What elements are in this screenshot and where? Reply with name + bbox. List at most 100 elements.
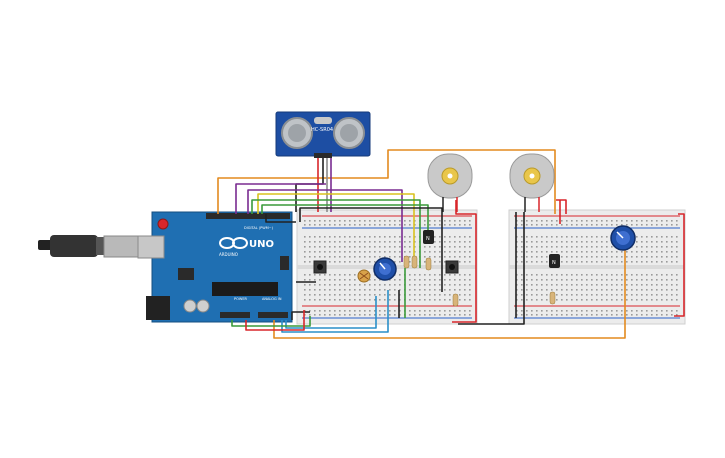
breadboard-hole	[359, 284, 361, 286]
breadboard-hole	[404, 236, 406, 238]
breadboard-hole	[656, 236, 658, 238]
breadboard-hole	[636, 236, 638, 238]
breadboard-hole	[541, 284, 543, 286]
breadboard-hole	[459, 310, 461, 312]
breadboard-hole	[459, 251, 461, 253]
breadboard-hole	[561, 256, 563, 258]
breadboard-hole	[566, 284, 568, 286]
breadboard-hole	[454, 314, 456, 316]
breadboard-hole	[646, 274, 648, 276]
breadboard-hole	[389, 241, 391, 243]
breadboard-hole	[444, 274, 446, 276]
breadboard-hole	[414, 310, 416, 312]
wire-orange-bottom	[273, 250, 626, 339]
breadboard-hole	[586, 310, 588, 312]
breadboard-hole	[319, 274, 321, 276]
breadboard-hole	[666, 224, 668, 226]
breadboard-hole	[459, 261, 461, 263]
breadboard-hole	[459, 289, 461, 291]
breadboard-hole	[319, 294, 321, 296]
breadboard-hole	[656, 246, 658, 248]
analog-header	[258, 312, 288, 318]
breadboard-hole	[404, 224, 406, 226]
breadboard-hole	[394, 236, 396, 238]
breadboard-hole	[334, 310, 336, 312]
breadboard-hole	[424, 224, 426, 226]
breadboard-hole	[551, 241, 553, 243]
breadboard-hole	[454, 256, 456, 258]
breadboard-hole	[521, 224, 523, 226]
breadboard-hole	[469, 299, 471, 301]
breadboard-hole	[359, 299, 361, 301]
breadboard-hole	[364, 246, 366, 248]
breadboard-hole	[389, 256, 391, 258]
breadboard-hole	[561, 220, 563, 222]
breadboard-hole	[586, 256, 588, 258]
breadboard-hole	[389, 220, 391, 222]
wire-green-2	[261, 204, 429, 240]
breadboard-hole	[384, 289, 386, 291]
breadboard-hole	[581, 251, 583, 253]
breadboard-hole	[656, 294, 658, 296]
breadboard-hole	[536, 294, 538, 296]
breadboard-hole	[631, 314, 633, 316]
breadboard-hole	[394, 284, 396, 286]
breadboard-hole	[641, 246, 643, 248]
breadboard-hole	[399, 246, 401, 248]
breadboard-hole	[314, 241, 316, 243]
breadboard-hole	[304, 224, 306, 226]
photoresistor	[357, 269, 371, 283]
breadboard-hole	[344, 241, 346, 243]
breadboard-hole	[434, 236, 436, 238]
breadboard-hole	[581, 220, 583, 222]
breadboard-hole	[454, 284, 456, 286]
breadboard-hole	[596, 310, 598, 312]
breadboard-hole	[384, 236, 386, 238]
breadboard-hole	[666, 299, 668, 301]
breadboard-hole	[404, 251, 406, 253]
breadboard-hole	[536, 220, 538, 222]
breadboard-hole	[314, 314, 316, 316]
breadboard-hole	[334, 236, 336, 238]
sensor-crystal	[314, 117, 332, 124]
breadboard-hole	[339, 224, 341, 226]
breadboard-hole	[591, 261, 593, 263]
breadboard-hole	[354, 279, 356, 281]
breadboard-hole	[454, 279, 456, 281]
breadboard-hole	[606, 284, 608, 286]
breadboard-hole	[384, 294, 386, 296]
breadboard-hole	[586, 284, 588, 286]
breadboard-hole	[354, 310, 356, 312]
breadboard-hole	[566, 241, 568, 243]
breadboard-hole	[344, 310, 346, 312]
breadboard-hole	[521, 261, 523, 263]
breadboard-hole	[526, 299, 528, 301]
breadboard-hole	[616, 299, 618, 301]
breadboard-hole	[611, 310, 613, 312]
breadboard-hole	[424, 220, 426, 222]
breadboard-hole	[409, 236, 411, 238]
digital-pins-label: DIGITAL (PWM~)	[244, 226, 274, 230]
breadboard-hole	[586, 224, 588, 226]
breadboard-hole	[556, 251, 558, 253]
breadboard-hole	[374, 299, 376, 301]
breadboard-hole	[601, 299, 603, 301]
breadboard-hole	[464, 261, 466, 263]
breadboard-hole	[526, 279, 528, 281]
sensor-transmitter-mesh	[288, 124, 306, 142]
breadboard-hole	[304, 220, 306, 222]
breadboard-hole	[551, 224, 553, 226]
breadboard-hole	[581, 241, 583, 243]
breadboard-hole	[364, 299, 366, 301]
breadboard-hole	[439, 274, 441, 276]
breadboard-hole	[439, 236, 441, 238]
breadboard-hole	[596, 289, 598, 291]
breadboard-hole	[621, 299, 623, 301]
breadboard-hole	[671, 241, 673, 243]
breadboard-hole	[344, 314, 346, 316]
breadboard-hole	[596, 251, 598, 253]
breadboard-hole	[379, 284, 381, 286]
breadboard-hole	[434, 289, 436, 291]
ultrasonic-sensor: HC-SR04	[275, 111, 371, 158]
breadboard-hole	[464, 256, 466, 258]
